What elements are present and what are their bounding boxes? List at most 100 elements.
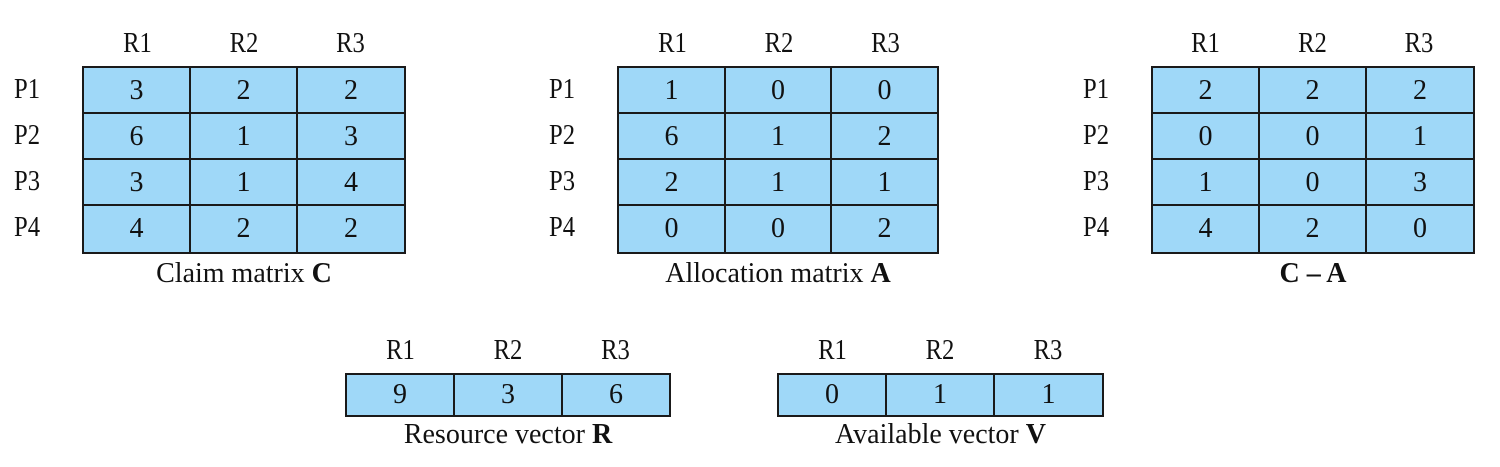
caption-text: Resource vector — [403, 419, 592, 450]
matrix-cell: 0 — [1153, 114, 1260, 160]
need-matrix-grid: 2 2 2 0 0 1 1 0 3 4 2 0 — [1151, 66, 1475, 254]
column-header: R2 — [493, 335, 523, 366]
matrix-cell: 3 — [84, 68, 191, 114]
row-label: P3 — [549, 166, 576, 197]
matrix-cell: 3 — [84, 160, 191, 206]
column-header: R3 — [336, 28, 365, 59]
row-label: P1 — [549, 74, 576, 105]
available-vector-grid: 0 1 1 — [777, 373, 1104, 417]
claim-matrix-caption: Claim matrix C — [82, 257, 406, 291]
matrix-cell: 2 — [832, 114, 937, 160]
caption-symbol: C – A — [1279, 258, 1347, 289]
vector-cell: 3 — [455, 375, 563, 415]
matrix-cell: 4 — [1153, 206, 1260, 252]
matrix-cell: 2 — [344, 213, 358, 244]
column-header: R3 — [1033, 335, 1063, 366]
matrix-cell: 1 — [191, 114, 298, 160]
caption-symbol: V — [1025, 419, 1046, 450]
table-row: 3 1 4 — [84, 160, 404, 206]
matrix-cell: 6 — [619, 114, 726, 160]
matrix-cell: 2 — [1260, 206, 1367, 252]
table-row: 6 1 2 — [619, 114, 937, 160]
matrix-cell: 2 — [1367, 68, 1473, 114]
table-row: 1 0 0 — [619, 68, 937, 114]
resource-vector-column-headers: R1 R2 R3 — [347, 331, 669, 371]
matrix-cell: 4 — [298, 160, 404, 206]
matrix-cell: 2 — [1153, 68, 1260, 114]
table-row: 3 2 2 — [84, 68, 404, 114]
vector-cell: 0 — [779, 375, 887, 415]
column-header: R2 — [1298, 28, 1327, 59]
available-vector-column-headers: R1 R2 R3 — [779, 331, 1102, 371]
column-header: R3 — [1404, 28, 1434, 59]
matrix-cell: 1 — [832, 160, 937, 206]
matrix-cell: 4 — [84, 206, 191, 252]
matrix-cell: 2 — [191, 206, 298, 252]
vector-cell: 1 — [887, 375, 995, 415]
column-header: R2 — [764, 28, 794, 59]
matrix-cell: 0 — [1260, 114, 1367, 160]
resource-vector-caption: Resource vector R — [345, 418, 671, 452]
matrix-cell: 1 — [1153, 160, 1260, 206]
allocation-matrix-column-headers: R1 R2 R3 — [619, 24, 939, 64]
row-label: P4 — [549, 212, 576, 243]
table-row: 9 3 6 — [347, 375, 669, 415]
matrix-cell: 1 — [726, 160, 832, 206]
row-label: P4 — [1083, 212, 1110, 243]
matrix-cell: 2 — [619, 160, 726, 206]
matrix-cell: 0 — [1413, 213, 1427, 244]
matrix-cell: 6 — [84, 114, 191, 160]
matrix-cell: 2 — [298, 68, 404, 114]
vector-cell: 6 — [609, 379, 623, 410]
column-header: R3 — [871, 28, 900, 59]
table-row: 6 1 3 — [84, 114, 404, 160]
matrix-cell: 0 — [726, 206, 832, 252]
table-row: 0 0 1 — [1153, 114, 1473, 160]
matrix-cell: 0 — [619, 206, 726, 252]
matrix-cell: 3 — [1367, 160, 1473, 206]
matrix-cell: 1 — [1367, 114, 1473, 160]
row-label: P2 — [549, 120, 576, 151]
allocation-matrix-grid: 1 0 0 6 1 2 2 1 1 0 0 2 — [617, 66, 939, 254]
matrix-cell: 0 — [832, 68, 937, 114]
need-matrix-column-headers: R1 R2 R3 — [1152, 24, 1472, 64]
table-row: 4 2 0 — [1153, 206, 1473, 252]
row-label: P4 — [14, 212, 41, 243]
column-header: R1 — [123, 28, 152, 59]
table-row: 0 1 1 — [779, 375, 1102, 415]
claim-matrix-column-headers: R1 R2 R3 — [84, 24, 404, 64]
table-row: 2 2 2 — [1153, 68, 1473, 114]
caption-text: Allocation matrix — [665, 258, 871, 289]
column-header: R3 — [601, 335, 630, 366]
caption-symbol: A — [870, 258, 891, 289]
matrix-cell: 1 — [726, 114, 832, 160]
column-header: R1 — [658, 28, 687, 59]
matrix-cell: 2 — [191, 68, 298, 114]
matrix-cell: 2 — [877, 213, 892, 244]
caption-text: Claim matrix — [156, 258, 312, 289]
table-row: 2 1 1 — [619, 160, 937, 206]
table-row: 0 0 2 — [619, 206, 937, 252]
caption-symbol: C — [311, 258, 332, 289]
column-header: R1 — [818, 335, 847, 366]
matrix-cell: 2 — [1260, 68, 1367, 114]
vector-cell: 9 — [347, 375, 455, 415]
row-label: P1 — [14, 74, 41, 105]
row-label: P3 — [14, 166, 41, 197]
column-header: R2 — [229, 28, 259, 59]
matrix-cell: 1 — [619, 68, 726, 114]
caption-text: Available vector — [835, 419, 1026, 450]
column-header: R1 — [1191, 28, 1220, 59]
row-label: P3 — [1083, 166, 1110, 197]
matrix-cell: 3 — [298, 114, 404, 160]
matrix-cell: 1 — [191, 160, 298, 206]
available-vector-caption: Available vector V — [777, 418, 1104, 452]
row-label: P2 — [1083, 120, 1110, 151]
table-row: 4 2 2 — [84, 206, 404, 252]
caption-symbol: R — [591, 419, 613, 450]
table-row: 1 0 3 — [1153, 160, 1473, 206]
claim-matrix-grid: 3 2 2 6 1 3 3 1 4 4 2 2 — [82, 66, 406, 254]
allocation-matrix-caption: Allocation matrix A — [617, 257, 939, 291]
column-header: R2 — [925, 335, 955, 366]
matrix-cell: 0 — [726, 68, 832, 114]
